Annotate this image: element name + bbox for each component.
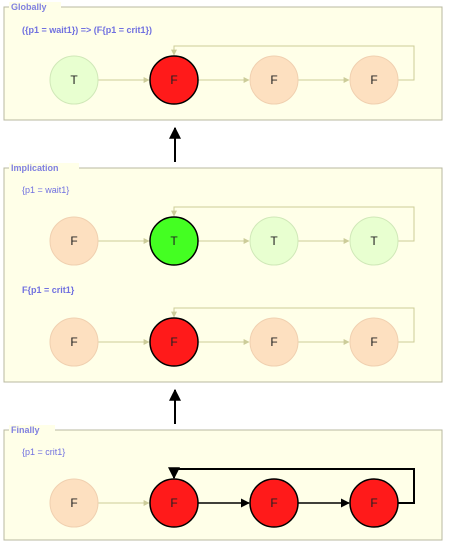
state-label: F <box>70 496 77 510</box>
state-circle <box>249 478 299 528</box>
panel-finally: Finally {p1 = crit1} F F F F <box>3 425 443 541</box>
state-circle <box>249 216 299 266</box>
state-node: F <box>149 478 199 528</box>
state-node: F <box>349 55 399 105</box>
state-circle <box>349 478 399 528</box>
state-circle <box>149 317 199 367</box>
state-circle <box>249 55 299 105</box>
state-node: F <box>49 216 99 266</box>
loop-edge <box>171 206 415 242</box>
state-node: F <box>249 478 299 528</box>
state-label: F <box>70 234 77 248</box>
loop-edge <box>171 307 415 343</box>
state-node: F <box>349 317 399 367</box>
state-circle <box>49 478 99 528</box>
state-circle <box>349 55 399 105</box>
state-circle <box>149 478 199 528</box>
state-circle <box>49 55 99 105</box>
state-label: F <box>70 335 77 349</box>
state-node: F <box>249 317 299 367</box>
state-label: F <box>370 73 377 87</box>
state-node: T <box>49 55 99 105</box>
state-circle <box>49 317 99 367</box>
state-label: T <box>370 234 378 248</box>
state-node: F <box>149 55 199 105</box>
state-label: F <box>370 335 377 349</box>
formula-label: F{p1 = crit1} <box>22 285 75 295</box>
panel-title: Implication <box>11 163 59 173</box>
panel-globally: Globally ({p1 = wait1}) => (F{p1 = crit1}… <box>3 2 443 121</box>
state-label: F <box>270 496 277 510</box>
state-node: T <box>149 216 199 266</box>
panel-title-bg <box>9 163 79 173</box>
loop-edge <box>171 45 415 81</box>
state-label: F <box>170 496 177 510</box>
state-label: T <box>270 234 278 248</box>
state-node: F <box>149 317 199 367</box>
state-label: F <box>270 335 277 349</box>
panel-implication: Implication {p1 = wait1} F T T T F{p1 = crit1}… <box>3 163 443 383</box>
state-circle <box>49 216 99 266</box>
state-node: F <box>249 55 299 105</box>
formula-label: ({p1 = wait1}) => (F{p1 = crit1}) <box>22 25 152 35</box>
state-circle <box>149 55 199 105</box>
state-label: F <box>170 335 177 349</box>
panel-title: Finally <box>11 425 40 435</box>
state-label: F <box>270 73 277 87</box>
state-circle <box>249 317 299 367</box>
formula-label: {p1 = wait1} <box>22 185 69 195</box>
panel-title-bg <box>9 425 55 435</box>
state-node: T <box>249 216 299 266</box>
state-label: F <box>370 496 377 510</box>
state-node: F <box>349 478 399 528</box>
panel-title-bg <box>9 2 61 12</box>
loop-edge <box>168 467 415 504</box>
state-node: T <box>349 216 399 266</box>
state-node: F <box>49 317 99 367</box>
state-node: F <box>49 478 99 528</box>
state-circle <box>149 216 199 266</box>
state-circle <box>349 216 399 266</box>
panel-title: Globally <box>11 2 47 12</box>
state-label: T <box>70 73 78 87</box>
formula-label: {p1 = crit1} <box>22 447 65 457</box>
state-label: F <box>170 73 177 87</box>
state-label: T <box>170 234 178 248</box>
state-circle <box>349 317 399 367</box>
